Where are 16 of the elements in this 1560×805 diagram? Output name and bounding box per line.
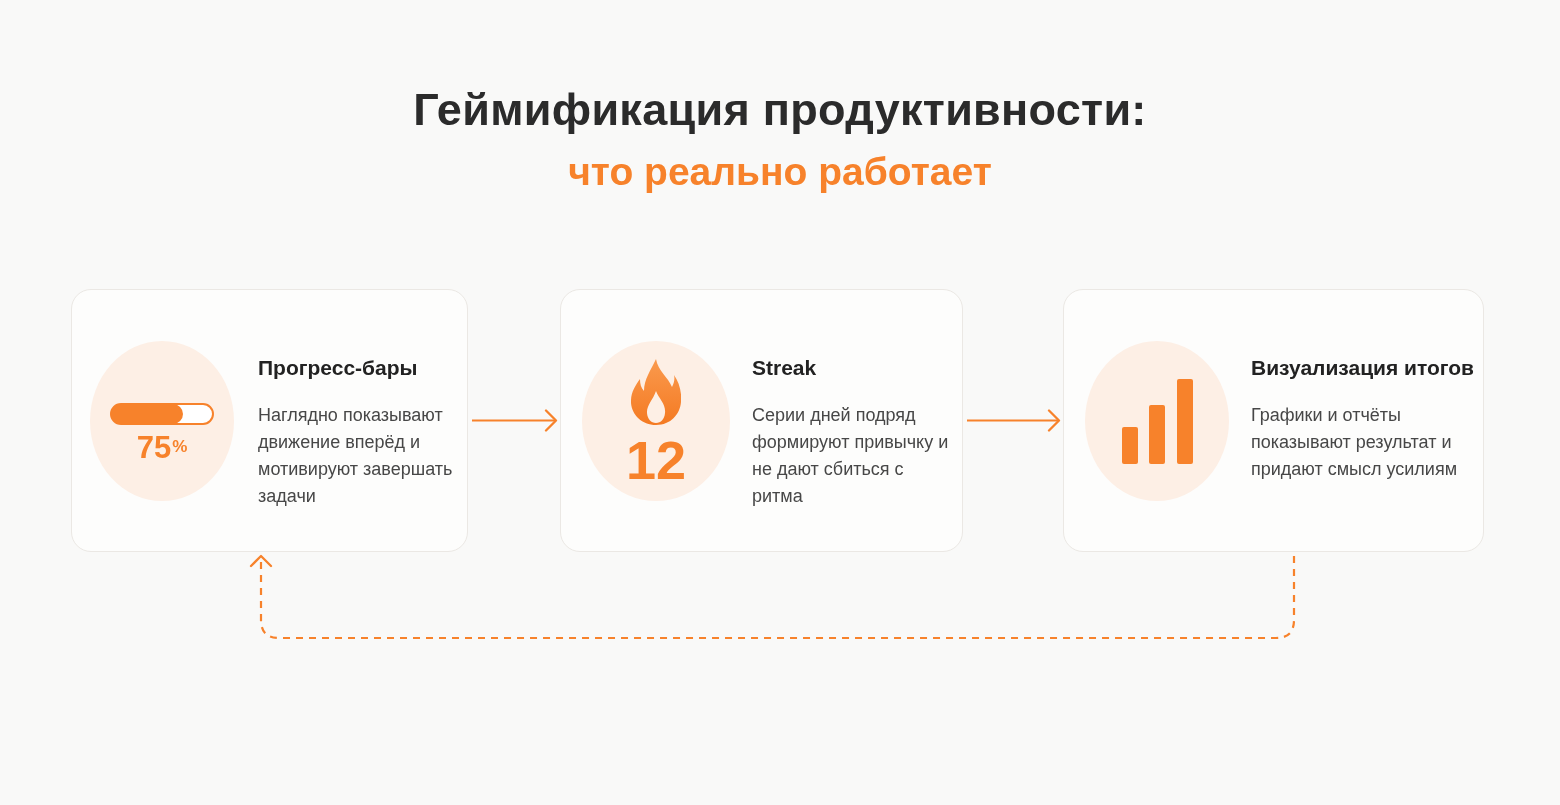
card-description: Серии дней подряд формируют привычку и не дают сбиться с ритма [752,404,950,508]
feature-card [71,289,468,552]
card-description: Наглядно показывают движение вперёд и мотивируют завершать задачи [258,404,454,508]
card-title: Streak [752,355,817,381]
card-title: Прогресс-бары [258,355,418,381]
arrow [967,409,1061,432]
page-title: Геймификация продуктивности: [413,83,1147,137]
feature-card [1063,289,1484,552]
arrow [472,409,558,432]
card-title: Визуализация итогов [1251,355,1475,381]
streak-count: 12 [625,432,687,489]
card-description: Графики и отчёты показывают результат и придают смысл усилиям [1251,404,1459,481]
dashed-arrow [249,554,1296,640]
feature-card [560,289,963,552]
page-subtitle: что реально работает [568,149,992,195]
percentage-value: 75$^{%}$ [136,432,188,465]
